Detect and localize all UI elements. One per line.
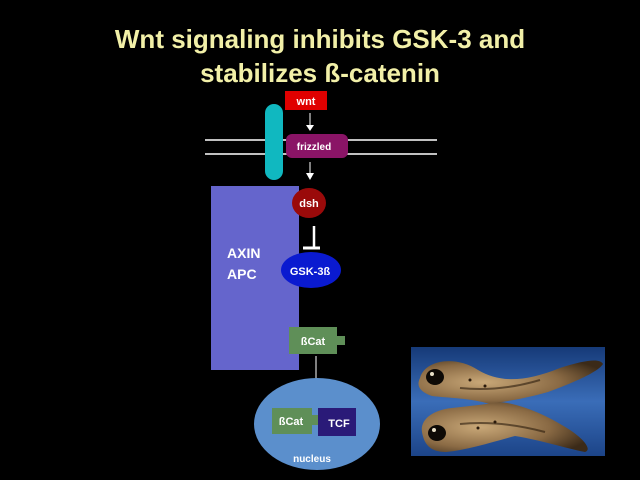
bcat-nucleus-label: ßCat [279,416,304,428]
gsk3b-protein [281,252,341,288]
nucleus-label: nucleus [293,454,331,465]
wnt-label: wnt [296,96,316,108]
gsk3b-label: GSK-3ß [290,266,331,278]
embryo-lower-eye [428,425,446,441]
frizzled-receptor [286,134,348,158]
embryo-photo [411,347,605,456]
frizzled-label: frizzled [297,142,331,153]
bcat-cytoplasm-tab [337,336,345,345]
bcat-nucleus [272,408,312,434]
title-line-1: Wnt signaling inhibits GSK-3 and [114,24,526,54]
title-line-2: stabilizes ß-catenin [200,58,440,88]
tcf-label: TCF [328,418,350,430]
arrowhead-frizzled-dsh [306,173,314,180]
bcat-cytoplasm-label: ßCat [301,336,326,348]
lrp-coreceptor [265,104,283,180]
embryo-upper-head [418,360,603,404]
wnt-ligand [285,91,327,110]
bcat-nucleus-tab [312,415,319,425]
embryo-lower-head [421,402,588,452]
axin-label: AXIN [227,245,260,261]
slide-title: Wnt signaling inhibits GSK-3 and stabili… [0,22,640,90]
dsh-label: dsh [299,198,319,210]
embryo-upper-eye [426,369,444,385]
apc-label: APC [227,266,257,282]
bcat-cytoplasm [289,327,337,354]
tcf-factor [318,408,356,436]
dsh-protein [292,188,326,218]
arrowhead-wnt-frizzled [306,125,314,131]
